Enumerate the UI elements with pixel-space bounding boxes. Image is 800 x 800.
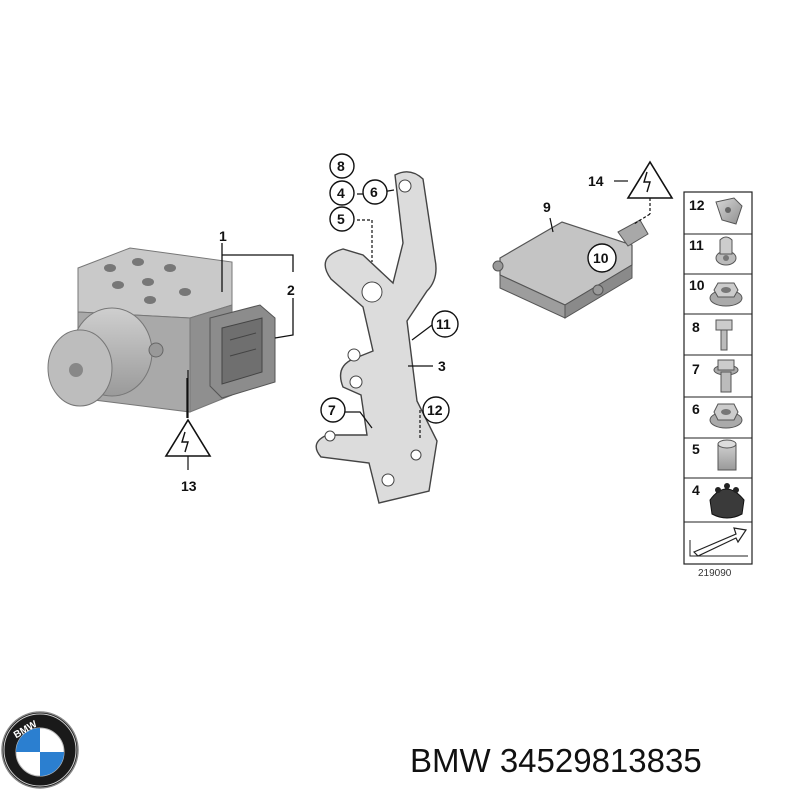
callout-10-badge: 10 xyxy=(587,243,617,273)
callout-12: 12 xyxy=(427,402,443,418)
callout-4-badge: 4 xyxy=(329,180,355,206)
callout-8: 8 xyxy=(337,158,345,174)
callout-1: 1 xyxy=(219,228,227,244)
callout-6: 6 xyxy=(370,184,378,200)
bmw-logo: BMW xyxy=(1,711,79,789)
legend-label-4: 4 xyxy=(692,482,700,498)
callout-12-badge: 12 xyxy=(422,396,450,424)
callout-7: 7 xyxy=(328,402,336,418)
callout-5: 5 xyxy=(337,211,345,227)
callout-14: 14 xyxy=(588,173,604,189)
legend-label-12: 12 xyxy=(689,197,705,213)
fastener-legend: 12 11 10 8 7 6 5 4 xyxy=(683,191,753,565)
callout-10: 10 xyxy=(593,250,609,266)
electrical-warning-icon-2 xyxy=(614,160,674,225)
bolt-icon xyxy=(715,319,733,351)
callout-11: 11 xyxy=(436,316,451,332)
reference-arrow-icon xyxy=(689,527,748,557)
flange-bolt-icon xyxy=(713,359,739,393)
callout-3: 3 xyxy=(438,358,446,374)
hex-nut-icon xyxy=(709,403,743,429)
electrical-warning-icon xyxy=(164,370,212,470)
clamp-icon xyxy=(715,236,737,266)
callout-4: 4 xyxy=(337,185,345,201)
legend-label-6: 6 xyxy=(692,401,700,417)
leader-lines-abs xyxy=(186,243,294,418)
abs-bracket xyxy=(315,171,438,504)
legend-label-5: 5 xyxy=(692,441,700,457)
callout-13: 13 xyxy=(181,478,197,494)
abs-hydraulic-unit xyxy=(47,247,276,413)
callout-2: 2 xyxy=(287,282,295,298)
diagram-id: 219090 xyxy=(698,568,732,579)
clip-icon xyxy=(715,197,743,225)
callout-9: 9 xyxy=(543,199,551,215)
callout-7-badge: 7 xyxy=(320,397,346,423)
callout-11-badge: 11 xyxy=(431,310,459,338)
legend-label-7: 7 xyxy=(692,361,700,377)
flange-nut-icon xyxy=(709,282,743,307)
legend-label-11: 11 xyxy=(689,237,704,253)
leader-9 xyxy=(549,217,554,233)
legend-label-8: 8 xyxy=(692,319,700,335)
bushing-icon xyxy=(717,439,737,471)
legend-label-10: 10 xyxy=(689,277,705,293)
rubber-mount-icon xyxy=(709,483,745,519)
part-number-caption: BMW 34529813835 xyxy=(410,742,702,779)
callout-5-badge: 5 xyxy=(329,206,355,232)
electronic-control-module xyxy=(492,219,649,319)
callout-8-badge: 8 xyxy=(329,153,355,179)
callout-6-badge: 6 xyxy=(362,179,388,205)
